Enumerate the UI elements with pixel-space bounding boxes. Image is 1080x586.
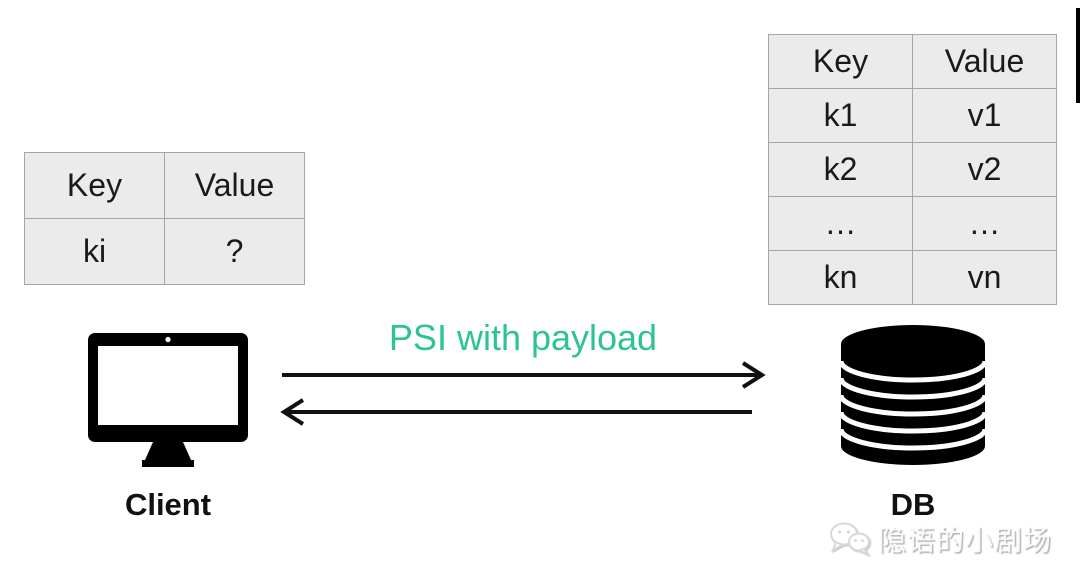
flow-label: PSI with payload (388, 317, 658, 358)
client-table-cell-key: ki (24, 218, 165, 285)
arrow-left (280, 398, 752, 426)
client-table-header-key: Key (24, 152, 165, 219)
table-row: Key Value (768, 34, 1057, 89)
db-table-cell: … (768, 196, 913, 251)
db-label: DB (890, 487, 936, 522)
flow-arrows (280, 361, 766, 426)
db-table-cell: kn (768, 250, 913, 305)
table-row: k1 v1 (768, 88, 1057, 143)
db-kv-table: Key Value k1 v1 k2 v2 … … kn vn (768, 34, 1057, 305)
table-row: Key Value (24, 152, 305, 219)
table-row: k2 v2 (768, 142, 1057, 197)
db-table-cell: k2 (768, 142, 913, 197)
wechat-icon (829, 522, 870, 556)
watermark-text: 隐语的小剧场 (877, 525, 1052, 556)
client-table-header-value: Value (164, 152, 305, 219)
db-table-cell: k1 (768, 88, 913, 143)
db-table-cell: … (912, 196, 1057, 251)
monitor-icon (88, 333, 248, 467)
database-icon (839, 325, 987, 465)
table-row: ki ? (24, 218, 305, 285)
db-table-header-key: Key (768, 34, 913, 89)
client-table-cell-value: ? (164, 218, 305, 285)
db-table-cell: vn (912, 250, 1057, 305)
client-kv-table: Key Value ki ? (24, 152, 305, 285)
watermark: 隐语的小剧场 (829, 519, 1052, 559)
client-label: Client (124, 487, 212, 522)
db-table-cell: v1 (912, 88, 1057, 143)
arrow-right (282, 361, 766, 389)
db-table-cell: v2 (912, 142, 1057, 197)
db-table-header-value: Value (912, 34, 1057, 89)
table-row: … … (768, 196, 1057, 251)
right-edge-bar (1076, 8, 1080, 103)
table-row: kn vn (768, 250, 1057, 305)
